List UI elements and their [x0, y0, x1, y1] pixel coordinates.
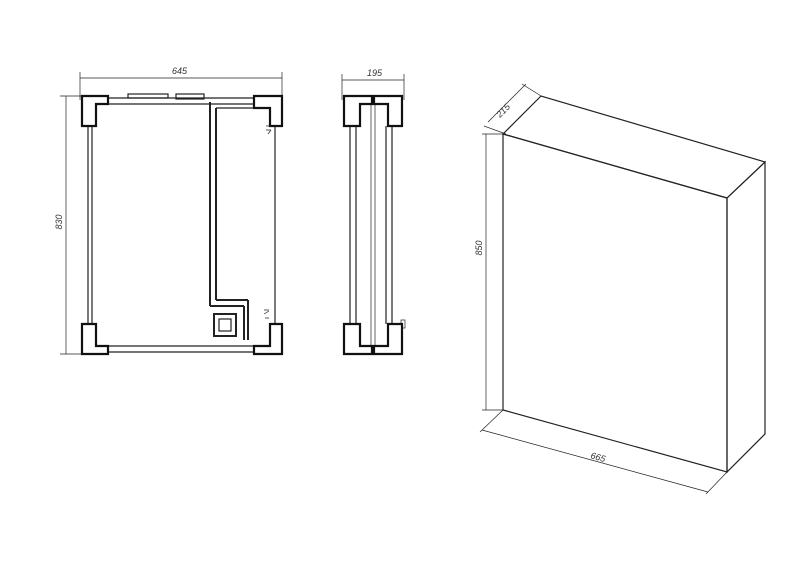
- front-width-dimension: 645: [172, 66, 188, 76]
- side-view: 195: [341, 68, 406, 356]
- front-height-dimension: 830: [54, 214, 64, 229]
- iso-depth-dimension: 215: [494, 101, 513, 120]
- front-view: 645 830: [54, 66, 284, 356]
- iso-height-dimension: 850: [474, 240, 484, 255]
- side-depth-dimension: 195: [367, 68, 383, 78]
- iso-width-dimension: 665: [589, 450, 607, 464]
- isometric-view: 215 850 665: [474, 83, 767, 495]
